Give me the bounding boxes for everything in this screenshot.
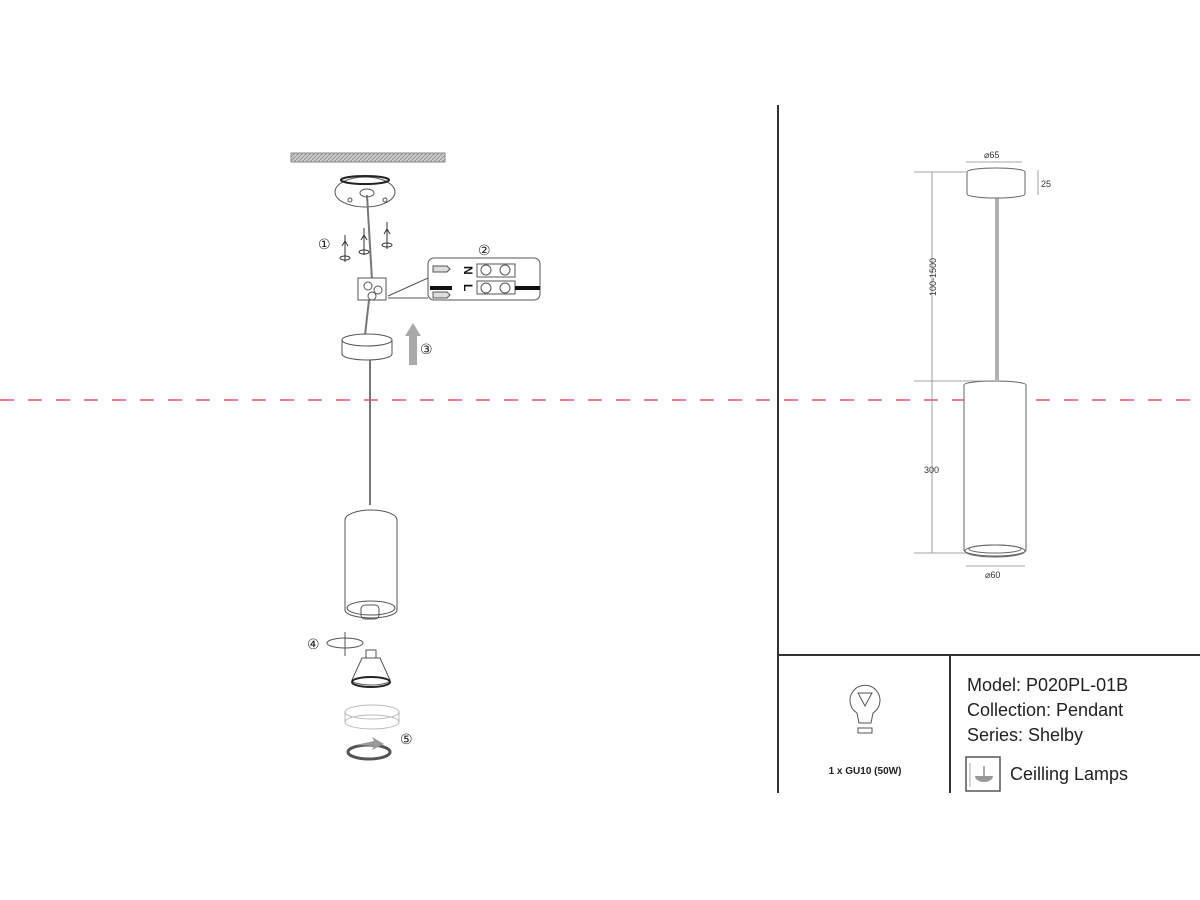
arrow-up-icon: [409, 335, 417, 365]
ceiling-icon: [290, 152, 446, 163]
step-1-label: ①: [318, 237, 331, 253]
canopy-diameter-label: ⌀65: [984, 150, 999, 160]
step-2-label: ②: [478, 243, 491, 259]
dimension-drawing: [914, 161, 1039, 567]
ceiling-lamp-icon: [965, 756, 1001, 792]
canopy-height-label: 25: [1041, 179, 1051, 189]
decorative-ring-icon: [344, 704, 400, 730]
step-5-label: ⑤: [400, 732, 413, 748]
canopy-outline: [966, 167, 1026, 199]
canopy-cup-icon: [341, 333, 393, 361]
series-label: Series: Shelby: [967, 725, 1084, 745]
live-label: L: [461, 284, 475, 291]
gu10-bulb-icon: [351, 649, 391, 688]
model-label: Model: P020PL-01B: [967, 675, 1129, 695]
wiring-detail-inset: [427, 257, 541, 301]
step-3-label: ③: [420, 342, 433, 358]
shade-outline: [963, 380, 1027, 558]
category-label: Ceilling Lamps: [1010, 764, 1129, 784]
shade-diameter-label: ⌀60: [985, 570, 1000, 580]
neutral-label: N: [461, 266, 475, 275]
screw-icon: [339, 222, 393, 262]
step-4-label: ④: [307, 637, 320, 653]
installation-drawing: [290, 152, 541, 761]
collection-label: Collection: Pendant: [967, 700, 1124, 720]
bulb-spec-label: 1 x GU10 (50W): [829, 766, 902, 777]
rotate-icon: [326, 632, 364, 656]
lamp-shade-icon: [344, 509, 398, 620]
cable-icon: [364, 194, 373, 336]
dimension-lines: [914, 161, 1039, 567]
mounting-plate-icon: [334, 175, 396, 208]
cable-length-label: 100-1500: [928, 258, 938, 296]
frame: [777, 105, 1200, 793]
shade-height-label: 300: [924, 465, 939, 475]
retaining-ring-icon: [346, 737, 392, 761]
terminal-block-icon: [357, 277, 429, 301]
bulb-icon: [849, 684, 881, 734]
